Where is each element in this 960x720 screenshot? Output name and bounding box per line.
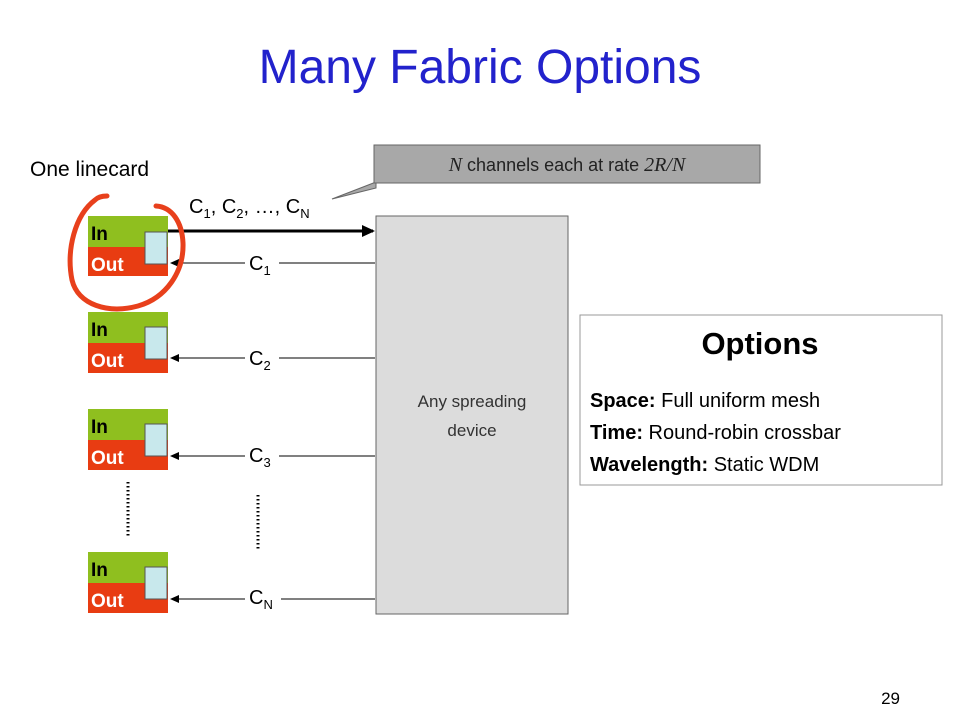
linecard-2: In Out C2 <box>88 312 375 373</box>
options-panel: Options Space: Full uniform mesh Time: R… <box>579 314 943 486</box>
page-number: 29 <box>881 689 900 708</box>
out-label: Out <box>91 351 124 372</box>
linecard-3: In Out C3 <box>88 409 375 471</box>
in-label: In <box>91 320 108 341</box>
callout-rate: 2R/N <box>644 154 687 176</box>
highlight-circle <box>67 193 186 312</box>
options-box <box>579 314 943 486</box>
port-block <box>144 231 168 265</box>
channel-label-bg <box>245 343 279 373</box>
option-time: Time: Round-robin crossbar <box>590 422 841 444</box>
option-wavelength: Wavelength: Static WDM <box>590 454 819 476</box>
channels-callout: N channels each at rate 2R/N <box>331 144 761 200</box>
in-label: In <box>91 417 108 438</box>
channel-label-2: C2 <box>249 348 271 373</box>
linecard-n: In Out CN <box>88 552 375 614</box>
callout-n: N <box>448 154 464 176</box>
channel-label-bg <box>245 584 281 614</box>
channel-label-bg <box>245 248 279 278</box>
channel-list-label: C1, C2, …, CN <box>189 196 310 221</box>
in-label: In <box>91 224 108 245</box>
device-label-line1: Any spreading <box>418 392 527 411</box>
callout-box <box>373 144 761 184</box>
callout-pointer <box>331 181 377 200</box>
out-label: Out <box>91 591 124 612</box>
port-block <box>144 326 168 360</box>
channel-label-3: C3 <box>249 445 271 470</box>
device-label-line2: device <box>447 421 496 440</box>
in-label: In <box>91 560 108 581</box>
port-block <box>144 566 168 600</box>
out-label: Out <box>91 448 124 469</box>
options-title: Options <box>701 326 818 361</box>
port-block <box>144 423 168 457</box>
option-space: Space: Full uniform mesh <box>590 390 820 412</box>
spreading-device: Any spreading device <box>375 215 569 615</box>
channel-label-n: CN <box>249 587 273 612</box>
linecard-label: One linecard <box>30 158 149 181</box>
page-title: Many Fabric Options <box>259 41 702 94</box>
linecard-1: In Out C1 <box>88 216 375 278</box>
channel-label-1: C1 <box>249 253 271 278</box>
out-label: Out <box>91 255 124 276</box>
callout-text: N channels each at rate 2R/N <box>448 154 687 176</box>
channel-label-bg <box>245 441 279 471</box>
device-box <box>375 215 569 615</box>
callout-body: channels each at rate <box>462 155 644 175</box>
